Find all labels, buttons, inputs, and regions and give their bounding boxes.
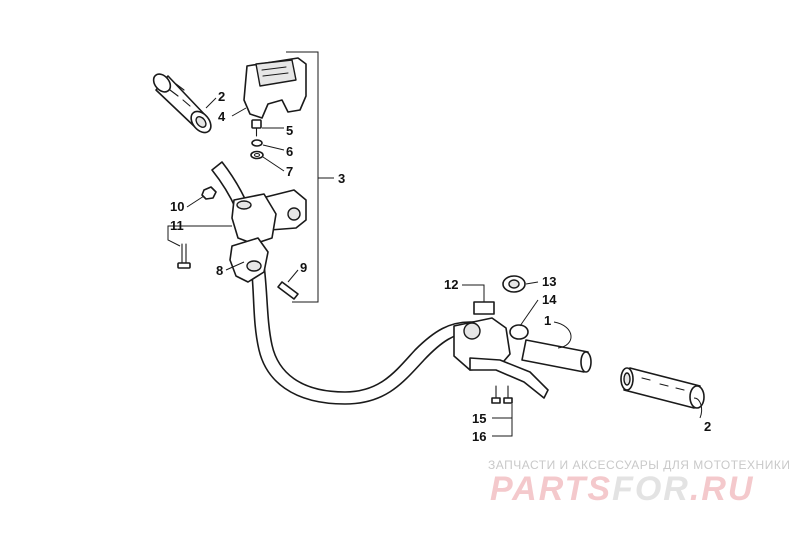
callout-10: 10 (170, 199, 184, 214)
left-grip (152, 73, 212, 134)
callout-16: 16 (472, 429, 486, 444)
leader-lines (167, 51, 703, 437)
throttle-tube (521, 339, 592, 373)
callout-4: 4 (218, 109, 226, 124)
watermark-brand: PARTSFOR.RU (490, 470, 754, 508)
bolt-9 (277, 281, 299, 300)
callout-13: 13 (542, 274, 556, 289)
callout-2-right: 2 (704, 419, 711, 434)
callout-11: 11 (170, 218, 184, 233)
callout-5: 5 (286, 123, 293, 138)
washer-6 (251, 139, 263, 147)
callout-6: 6 (286, 144, 293, 159)
clamp-lower-8 (229, 237, 269, 283)
callout-labels: 2 4 5 6 7 3 10 11 8 9 12 13 14 1 15 16 2 (170, 89, 711, 444)
callout-8: 8 (216, 263, 223, 278)
callout-2-left: 2 (218, 89, 225, 104)
throttle-housing (453, 317, 529, 371)
watermark: ЗАПЧАСТИ И АКСЕССУАРЫ ДЛЯ МОТОТЕХНИКИ PA… (488, 458, 790, 508)
watermark-brand-parts: PARTS (490, 470, 612, 508)
callout-9: 9 (300, 260, 307, 275)
nut-10 (201, 186, 217, 200)
watermark-tagline: ЗАПЧАСТИ И АКСЕССУАРЫ ДЛЯ МОТОТЕХНИКИ (488, 458, 790, 472)
screw-16 (503, 385, 513, 404)
switch-housing (243, 57, 307, 119)
bolt-11 (177, 243, 191, 269)
watermark-brand-for: FOR (612, 470, 690, 508)
decal-12 (473, 301, 495, 315)
lock-washer-7 (250, 150, 264, 160)
callout-12: 12 (444, 277, 458, 292)
right-grip (620, 367, 705, 409)
brake-lever (469, 357, 549, 399)
callout-1: 1 (544, 313, 551, 328)
callout-15: 15 (472, 411, 486, 426)
screw-5 (251, 119, 262, 137)
seal-13 (502, 275, 526, 293)
clamp-upper (231, 193, 277, 245)
watermark-brand-ru: .RU (690, 470, 755, 508)
callout-14: 14 (542, 292, 557, 307)
callout-3: 3 (338, 171, 345, 186)
callout-7: 7 (286, 164, 293, 179)
screw-15 (491, 385, 501, 404)
